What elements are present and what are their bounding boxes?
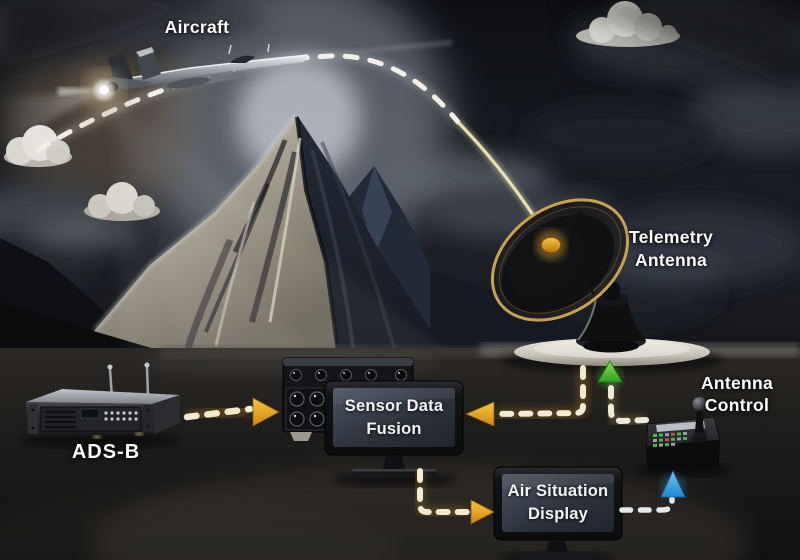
antenna-control-console bbox=[635, 397, 731, 477]
telemetry-antenna-label: Telemetry Antenna bbox=[628, 227, 714, 270]
antenna-control-label: Antenna Control bbox=[700, 373, 774, 415]
aircraft-label: Aircraft bbox=[164, 17, 230, 37]
gold-arrowhead-left bbox=[464, 401, 495, 427]
aircraft-illustration bbox=[0, 40, 452, 148]
arrow-display-to-control bbox=[619, 470, 686, 513]
fusion-screen bbox=[333, 388, 455, 447]
vignette bbox=[0, 0, 800, 90]
arrow-adsb-to-fusion bbox=[183, 397, 280, 427]
adsb-label: ADS-B bbox=[71, 441, 141, 463]
blue-arrowhead-up bbox=[660, 470, 686, 498]
canopy bbox=[230, 55, 255, 63]
gold-arrowhead-right bbox=[252, 397, 280, 427]
antenna-dish bbox=[490, 198, 630, 322]
afterburner-flare bbox=[58, 70, 124, 110]
adsb-display bbox=[80, 408, 100, 419]
sensor-data-fusion-screen-label: Sensor Data Fusion bbox=[344, 397, 444, 438]
antenna-pedestal bbox=[576, 271, 646, 353]
cloud-left-upper bbox=[4, 125, 72, 167]
light-beams bbox=[112, 95, 470, 372]
arrow-fusion-to-display bbox=[417, 468, 495, 525]
adsb-buttons bbox=[104, 411, 138, 421]
green-arrowhead-up bbox=[597, 360, 623, 383]
adsb-device bbox=[20, 362, 180, 448]
console-buttons bbox=[653, 432, 687, 447]
arrow-control-to-antenna bbox=[597, 360, 649, 425]
arrow-antenna-to-fusion bbox=[464, 365, 586, 427]
console-display bbox=[656, 421, 705, 432]
engine-light-cone bbox=[0, 90, 104, 148]
display-screen bbox=[502, 474, 614, 532]
gold-arrowhead-right-2 bbox=[470, 499, 495, 525]
dish-feed bbox=[540, 236, 562, 254]
air-situation-display-monitor bbox=[493, 466, 623, 560]
data-flow-arrows bbox=[183, 360, 686, 525]
fuselage bbox=[118, 55, 308, 90]
telemetry-antenna-illustration bbox=[490, 198, 724, 373]
air-situation-display-screen-label: Air Situation Display bbox=[507, 482, 609, 523]
joystick bbox=[691, 397, 708, 443]
